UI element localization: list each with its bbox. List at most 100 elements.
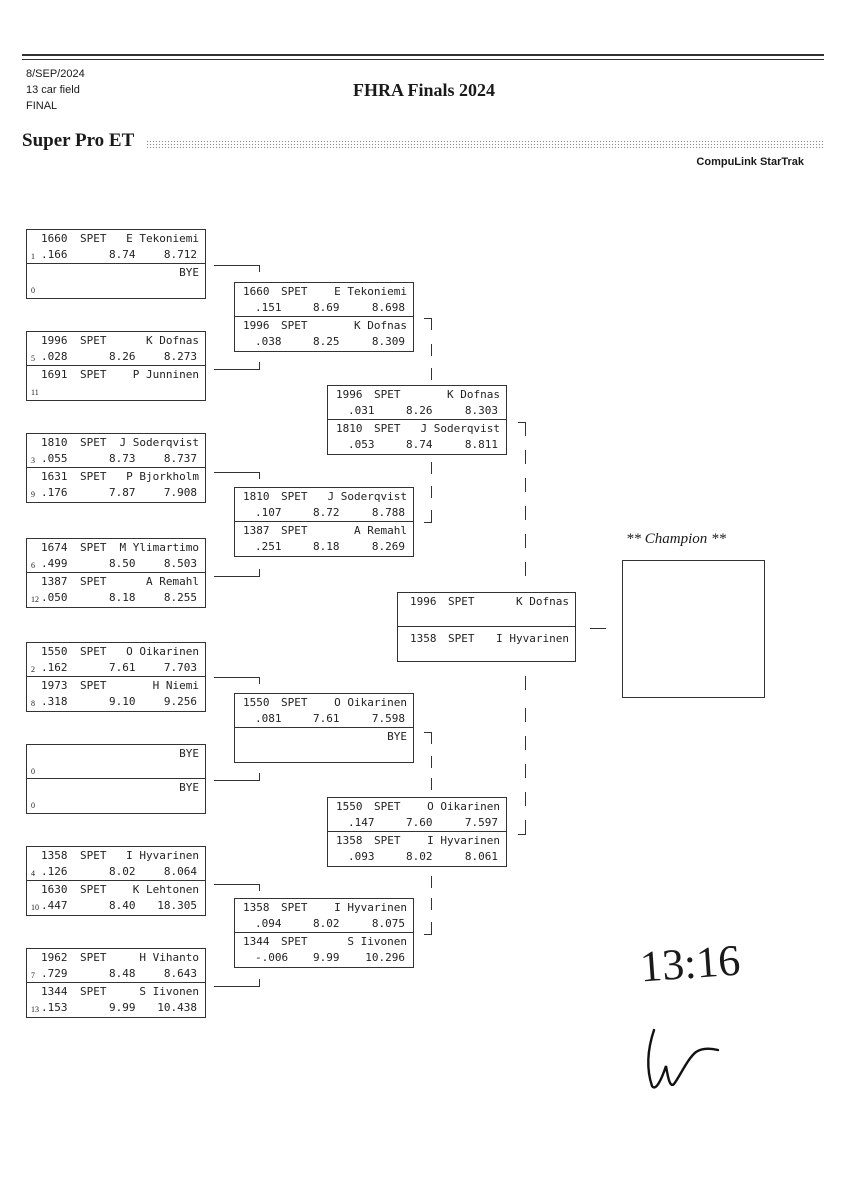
class-code: SPET: [80, 470, 107, 483]
bracket-connector: [214, 884, 260, 885]
dial-in: 8.48: [109, 967, 136, 980]
event-date: 8/SEP/2024: [26, 68, 85, 80]
reaction-time: .251: [255, 540, 282, 553]
seed-number: 3: [31, 456, 35, 465]
dial-in: 8.18: [313, 540, 340, 553]
bracket-connector: [525, 450, 526, 464]
bracket-connector: [214, 986, 260, 987]
car-number: 1691: [41, 368, 68, 381]
bracket-connector: [259, 979, 260, 986]
bracket-connector: [431, 510, 432, 522]
bracket-connector: [431, 318, 432, 330]
driver-name: P Bjorkholm: [126, 470, 199, 483]
driver-name: J Soderqvist: [327, 490, 407, 503]
car-number: 1358: [41, 849, 68, 862]
driver-name: S Iivonen: [347, 935, 407, 948]
seed-number: 13: [31, 1005, 39, 1014]
elapsed-time: 7.703: [163, 661, 197, 674]
car-number: 1996: [410, 595, 437, 608]
car-number: 1631: [41, 470, 68, 483]
elapsed-time: 8.309: [371, 335, 405, 348]
class-code: SPET: [374, 388, 401, 401]
class-code: SPET: [374, 800, 401, 813]
top-rule-1: [22, 54, 824, 56]
bracket-connector: [525, 820, 526, 834]
seed-number: 12: [31, 595, 39, 604]
driver-name: I Hyvarinen: [427, 834, 500, 847]
driver-name: K Dofnas: [146, 334, 199, 347]
system-name: CompuLink StarTrak: [696, 156, 804, 168]
elapsed-time: 8.698: [371, 301, 405, 314]
bracket-connector: [259, 265, 260, 272]
car-number: 1550: [336, 800, 363, 813]
dial-in: 8.02: [109, 865, 136, 878]
reaction-time: .055: [41, 452, 68, 465]
elapsed-time: 8.061: [464, 850, 498, 863]
driver-name: O Oikarinen: [427, 800, 500, 813]
elapsed-time: 10.296: [365, 951, 405, 964]
class-code: SPET: [80, 883, 107, 896]
driver-name: BYE: [179, 781, 199, 794]
seed-number: 4: [31, 869, 35, 878]
dial-in: 8.26: [109, 350, 136, 363]
class-code: SPET: [80, 232, 107, 245]
reaction-time: .147: [348, 816, 375, 829]
elapsed-time: 8.503: [163, 557, 197, 570]
elapsed-time: 8.737: [163, 452, 197, 465]
reaction-time: .107: [255, 506, 282, 519]
car-number: 1996: [41, 334, 68, 347]
driver-name: BYE: [179, 747, 199, 760]
car-number: 1550: [243, 696, 270, 709]
handwritten-time-text: 13:16: [638, 935, 742, 992]
driver-name: J Soderqvist: [119, 436, 199, 449]
seed-number: 8: [31, 699, 35, 708]
dial-in: 8.40: [109, 899, 136, 912]
class-code: SPET: [80, 985, 107, 998]
bracket-connector: [525, 792, 526, 806]
dial-in: 7.61: [313, 712, 340, 725]
class-code: SPET: [448, 632, 475, 645]
dial-in: 8.25: [313, 335, 340, 348]
bracket-connector: [525, 736, 526, 750]
bracket-connector: [259, 773, 260, 780]
header-info: 8/SEP/2024 13 car field FINAL: [26, 66, 85, 114]
class-code: SPET: [281, 285, 308, 298]
bracket-connector: [525, 534, 526, 548]
class-code: SPET: [281, 524, 308, 537]
seed-number: 5: [31, 354, 35, 363]
bracket-connector: [259, 884, 260, 891]
elapsed-time: 8.075: [371, 917, 405, 930]
elapsed-time: 7.908: [163, 486, 197, 499]
elapsed-time: 8.273: [163, 350, 197, 363]
reaction-time: .050: [41, 591, 68, 604]
lane-line-2: [235, 745, 413, 761]
bracket-connector: [518, 422, 526, 423]
elapsed-time: 8.811: [464, 438, 498, 451]
bracket-connector: [259, 569, 260, 576]
lane-line-1: BYE: [27, 780, 205, 796]
